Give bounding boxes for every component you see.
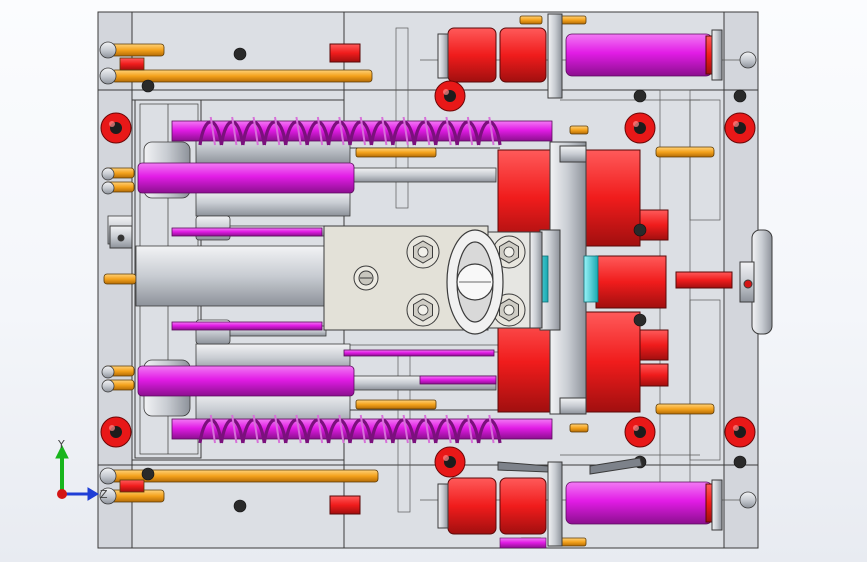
hole — [233, 47, 247, 61]
magenta-tab — [499, 537, 547, 549]
spring-coil-back — [466, 414, 474, 444]
ring-highlight — [443, 89, 449, 95]
view-orientation-triad: Y Z — [55, 440, 108, 501]
spring-coil-back — [445, 414, 452, 444]
spring-coil-back — [381, 414, 388, 444]
ring-highlight — [109, 425, 115, 431]
spring-coil-back — [359, 116, 366, 146]
triad-y-label: Y — [57, 440, 65, 451]
spring-coil-back — [338, 414, 345, 444]
spring-coil-back — [274, 414, 281, 444]
hole — [733, 89, 747, 103]
hole — [233, 499, 247, 513]
spring-coil-back — [295, 414, 302, 444]
hole — [633, 313, 647, 327]
link-bars — [497, 231, 643, 475]
spring-coil-back — [402, 414, 409, 444]
limit-switch — [109, 225, 133, 249]
spring-coil-back — [488, 116, 495, 146]
rod-heads — [99, 41, 757, 509]
ring-highlight — [733, 121, 739, 127]
hole — [633, 89, 647, 103]
ring-highlight — [443, 455, 449, 461]
spring-coil-back — [231, 414, 238, 444]
spring-coil-back — [252, 414, 259, 444]
bolt-socket — [417, 246, 429, 258]
spring-coil-back — [316, 116, 324, 146]
handwheel — [739, 229, 773, 335]
spring-coil-back — [359, 414, 366, 444]
spring-bottom — [198, 414, 502, 444]
ring-highlight — [109, 121, 115, 127]
hole — [633, 223, 647, 237]
ring-highlight — [633, 425, 639, 431]
spring-coil-back — [316, 414, 324, 444]
triad-z-label: Z — [100, 488, 108, 501]
bolt-socket — [503, 246, 515, 258]
red-cylinders — [447, 27, 721, 535]
spring-coil-back — [445, 116, 452, 146]
mounting-holes — [141, 47, 747, 513]
ring-highlight — [633, 121, 639, 127]
ring-highlight — [733, 425, 739, 431]
spring-coil-back — [231, 116, 238, 146]
spring-coil-back — [338, 116, 345, 146]
spring-coil-back — [209, 116, 216, 146]
spring-coil-back — [424, 414, 431, 444]
spring-coil-back — [295, 116, 302, 146]
spring-coil-back — [424, 116, 431, 146]
bolt-socket — [503, 304, 515, 316]
eye-bolt — [446, 229, 504, 335]
spring-coil-back — [466, 116, 474, 146]
hole — [733, 455, 747, 469]
hex-bolts — [406, 235, 526, 327]
spring-coil-back — [488, 414, 495, 444]
hole — [141, 467, 155, 481]
spring-coil-back — [402, 116, 409, 146]
bolt-socket — [417, 304, 429, 316]
spring-coil-back — [209, 414, 216, 444]
hole — [141, 79, 155, 93]
spring-coil-back — [381, 116, 388, 146]
plate-screw — [353, 265, 379, 291]
red-locating-rings — [100, 80, 756, 478]
spring-coil-back — [252, 116, 259, 146]
spring-top — [198, 116, 502, 146]
spring-coil-back — [274, 116, 281, 146]
